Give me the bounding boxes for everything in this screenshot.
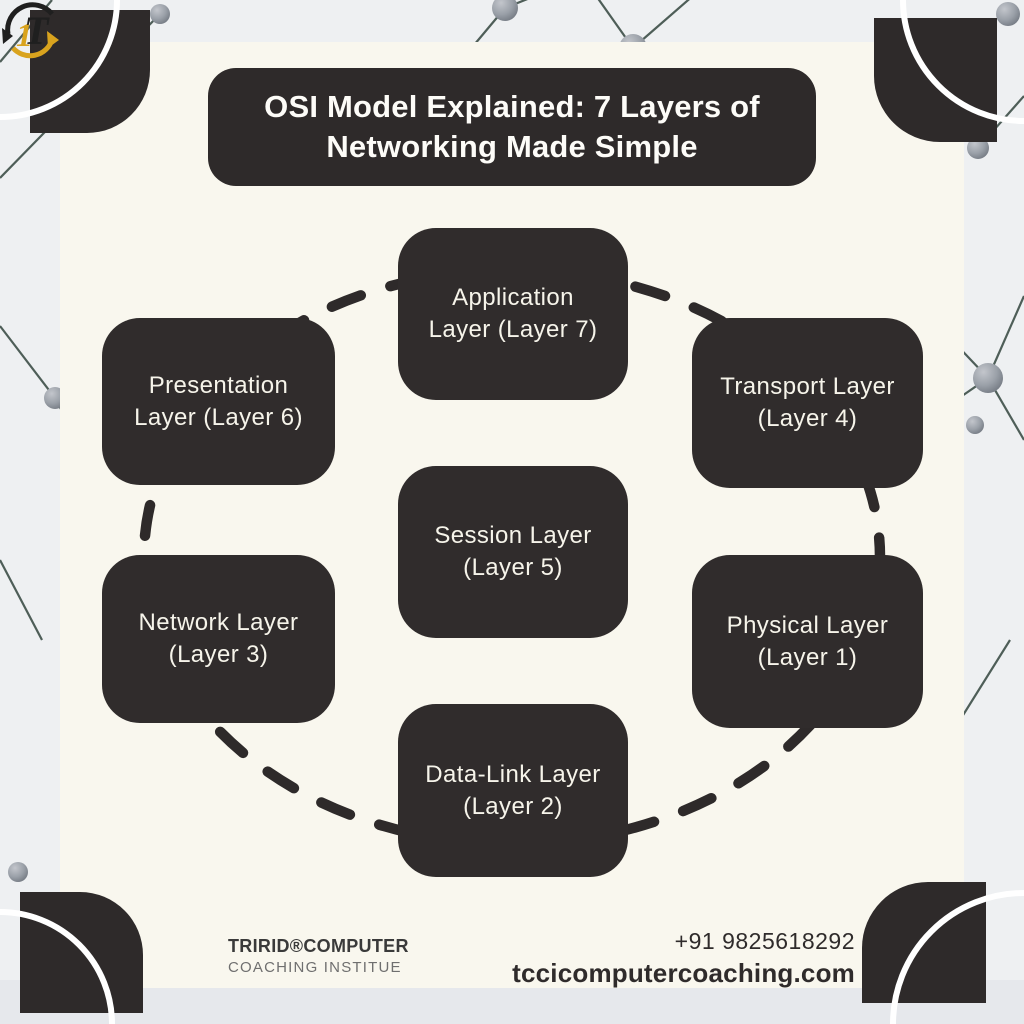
phone-number: +91 9825618292 xyxy=(674,928,855,954)
title-banner: OSI Model Explained: 7 Layers of Network… xyxy=(208,68,816,186)
layer-sublabel: (Layer 1) xyxy=(757,643,858,671)
title-line-1: OSI Model Explained: 7 Layers of xyxy=(264,89,760,125)
brand-subtitle: COACHING INSTITUE xyxy=(228,959,402,976)
layer-box-physical: Physical Layer (Layer 1) xyxy=(692,555,923,728)
layer-box-session: Session Layer (Layer 5) xyxy=(398,466,628,638)
layer-sublabel: Layer (Layer 7) xyxy=(428,316,598,343)
layer-box-application: Application Layer (Layer 7) xyxy=(398,228,628,400)
layer-sublabel: (Layer 2) xyxy=(463,792,563,820)
title-line-2: Networking Made Simple xyxy=(326,129,698,164)
layer-sublabel: (Layer 5) xyxy=(463,554,563,581)
layer-label: Session Layer xyxy=(434,522,592,550)
website-url: tccicomputercoaching.com xyxy=(512,958,855,988)
logo-gold-arrowhead xyxy=(47,31,59,48)
layer-label: Network Layer xyxy=(138,609,299,637)
logo-black-arrowhead xyxy=(2,28,13,44)
layer-sublabel: (Layer 4) xyxy=(757,405,858,432)
logo-gold-one: 1 xyxy=(16,17,33,54)
contact-block: +91 9825618292 tccicomputercoaching.com xyxy=(512,928,855,989)
layer-box-network: Network Layer (Layer 3) xyxy=(102,555,335,723)
tririd-logo-icon: 1 T xyxy=(2,2,59,59)
brand-name: TRIRID®COMPUTER xyxy=(228,936,409,956)
layer-box-data-link: Data-Link Layer (Layer 2) xyxy=(398,704,628,877)
layer-sublabel: (Layer 3) xyxy=(168,641,269,668)
layer-label: Transport Layer xyxy=(720,373,895,401)
layer-label: Physical Layer xyxy=(726,611,889,639)
layer-label: Presentation xyxy=(148,371,289,399)
brand-text-block: TRIRID®COMPUTER COACHING INSTITUE xyxy=(228,936,409,976)
layer-box-transport: Transport Layer (Layer 4) xyxy=(692,318,923,488)
logo-black-t: T xyxy=(24,8,50,53)
layer-sublabel: Layer (Layer 6) xyxy=(134,403,303,431)
layer-label: Data-Link Layer xyxy=(425,760,601,788)
layer-box-presentation: Presentation Layer (Layer 6) xyxy=(102,318,335,485)
logo-black-arrow-arc xyxy=(5,2,54,35)
layer-label: Application xyxy=(452,284,574,312)
